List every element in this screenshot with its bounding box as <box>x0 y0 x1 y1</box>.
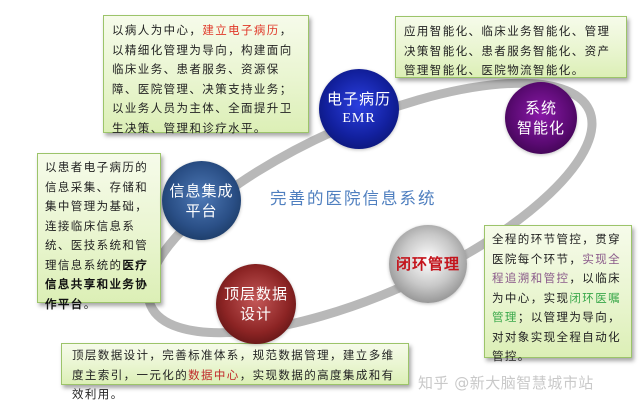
node-emr-sublabel: EMR <box>342 111 376 126</box>
toplevel-text-1: 顶层数据设计，完善标准体系，规范数据管理，建立多维度主索引，一元化的 <box>72 348 395 382</box>
center-title: 完善的医院信息系统 <box>270 189 437 208</box>
integration-text-2: 。 <box>83 296 97 311</box>
closedloop-highlight-1: 实现全程追溯和管控 <box>492 251 622 286</box>
emr-highlight: 建立电子病历 <box>202 23 280 37</box>
closedloop-text-3: ；以管理为导向，对对象实现全程自动化管控。 <box>492 310 622 363</box>
emr-text-1: 以病人为中心， <box>112 23 203 37</box>
node-smart: 系统 智能化 <box>505 82 577 154</box>
smart-description-box: 应用智能化、临床业务智能化、管理决策智能化、患者服务智能化、资产管理智能化、医院… <box>395 16 627 78</box>
integration-description-box: 以患者电子病历的信息采集、存储和集中管理为基础，连接临床信息系统、医技系统和管理… <box>37 153 161 311</box>
node-integration-label: 信息集成 <box>169 181 234 200</box>
smart-text: 应用智能化、临床业务智能化、管理决策智能化、患者服务智能化、资产管理智能化、医院… <box>404 24 611 77</box>
toplevel-description-box: 顶层数据设计，完善标准体系，规范数据管理，建立多维度主索引，一元化的数据中心，实… <box>61 343 409 401</box>
node-emr-label: 电子病历 <box>326 90 391 108</box>
integration-bold: 医疗信息共享和业务协作平台 <box>45 257 149 311</box>
node-toplevel-sublabel: 设计 <box>239 305 272 323</box>
node-emr: 电子病历 EMR <box>319 69 399 149</box>
node-closedloop-label: 闭环管理 <box>395 255 460 273</box>
toplevel-text-2: ，实现数据的高度集成和有效利用。 <box>72 367 395 402</box>
emr-text-2: ，以精细化管理为导向，构建面向临床业务、患者服务、资源保障、医院管理、决策支持业… <box>112 23 293 135</box>
node-closedloop: 闭环管理 <box>389 225 467 303</box>
node-smart-sublabel: 智能化 <box>516 119 565 137</box>
closedloop-text-2: ，以临床为中心，实现 <box>492 271 622 305</box>
node-smart-label: 系统 <box>524 99 557 117</box>
integration-text-1: 以患者电子病历的信息采集、存储和集中管理为基础，连接临床信息系统、医技系统和管理… <box>45 160 149 272</box>
node-integration: 信息集成 平台 <box>162 161 241 240</box>
closedloop-description-box: 全程的环节管控，贯穿医院每个环节，实现全程追溯和管控，以临床为中心，实现闭环医嘱… <box>484 225 632 363</box>
toplevel-highlight: 数据中心 <box>188 367 240 382</box>
node-toplevel-label: 顶层数据 <box>223 285 288 303</box>
closedloop-highlight-2: 闭环医嘱管理 <box>492 290 622 325</box>
closedloop-text-1: 全程的环节管控，贯穿医院每个环节， <box>492 232 621 266</box>
node-toplevel: 顶层数据 设计 <box>216 264 296 344</box>
watermark: 知乎 @新大脑智慧城市站 <box>418 374 594 392</box>
node-integration-sublabel: 平台 <box>185 201 218 220</box>
emr-description-box: 以病人为中心，建立电子病历，以精细化管理为导向，构建面向临床业务、患者服务、资源… <box>103 15 309 135</box>
